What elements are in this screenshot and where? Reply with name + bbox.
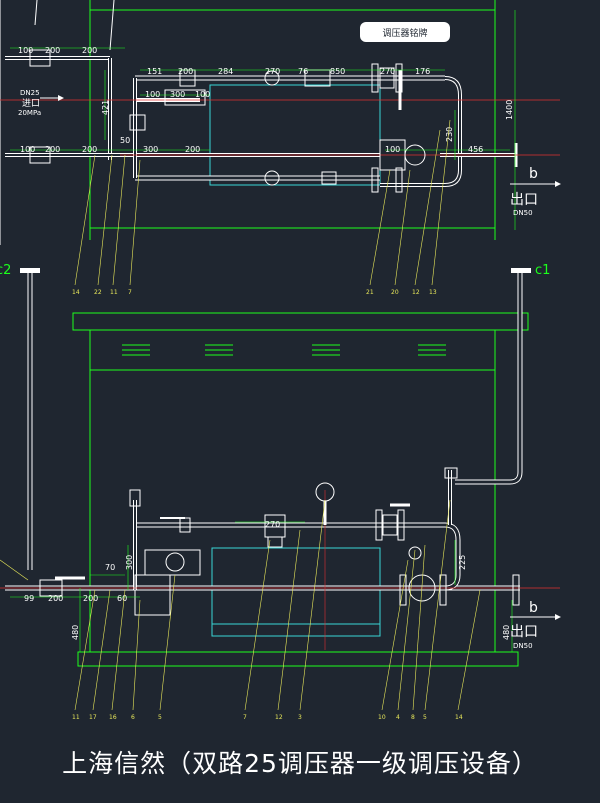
dim-99: 99 [24,594,34,603]
front-callout: 5 [158,714,162,721]
actuator [144,549,201,576]
top-callout: 11 [110,289,118,296]
dim-284: 284 [218,67,233,76]
front-callout: 11 [72,714,80,721]
dim-300: 300 [125,555,134,570]
nameplate [360,22,450,42]
top-outlet-label: 出口 [510,192,538,208]
dim-200e: 200 [82,145,97,154]
dim-200: 200 [48,594,63,603]
inlet-size: DN25 [20,89,40,97]
dim-456: 456 [468,145,483,154]
front-outlet-label: 出口 [510,624,538,640]
vents [122,344,446,356]
dim-270: 270 [265,67,280,76]
dim-270b: 270 [380,67,395,76]
top-callout: 22 [94,289,102,296]
front-callout: 3 [298,714,302,721]
dim-300b: 300 [143,145,158,154]
dim-100c: 100 [195,90,210,99]
inlet-pressure: 20MPa [18,109,41,117]
marker-c1: c1 [535,263,550,278]
front-callout: 10 [378,714,386,721]
dim-76: 76 [298,67,308,76]
dim-100d: 100 [20,145,35,154]
nameplate-text: 调压器铭牌 [382,27,427,39]
front-callout: 5 [423,714,427,721]
filter-body [134,574,171,616]
dim-151: 151 [147,67,162,76]
dim-850: 850 [330,67,345,76]
dim-480-left: 480 [71,625,80,640]
dim-200b: 200 [82,46,97,55]
top-callout: 12 [412,289,420,296]
dim-60: 60 [117,594,127,603]
front-outlet-letter: b [529,600,538,616]
cabinet-roof [72,312,529,331]
drawing-caption: 上海信然（双路25调压器一级调压设备） [62,749,538,778]
inlet-label: 进口 [22,98,40,109]
top-regulator-box [209,84,381,186]
dim-480-right: 480 [502,625,511,640]
top-callout: 14 [72,289,80,296]
dim-300: 300 [170,90,185,99]
dim-50: 50 [120,136,130,145]
dim-1400: 1400 [505,100,514,120]
top-outlet-size: DN50 [513,209,533,217]
dim-200: 200 [45,46,60,55]
front-callout: 17 [89,714,97,721]
front-callout: 14 [455,714,463,721]
top-view: 调压器铭牌 [0,0,561,296]
dim-200f: 200 [185,145,200,154]
marker-c2: c2 [0,263,11,278]
front-callout: 4 [396,714,400,721]
top-callout: 7 [128,289,132,296]
front-callout: 16 [109,714,117,721]
front-callout: 12 [275,714,283,721]
dim-100: 100 [18,46,33,55]
front-regulator-box [211,547,381,637]
top-callout: 13 [429,289,437,296]
cabinet-body [89,329,496,653]
dim-100b: 100 [145,90,160,99]
front-callout: 6 [131,714,135,721]
dim-421: 421 [101,100,110,115]
dim-200d: 200 [45,145,60,154]
top-callout: 21 [366,289,374,296]
front-callout: 8 [411,714,415,721]
top-frame-outer [89,9,496,229]
top-outlet-letter: b [529,166,538,182]
dim-176: 176 [415,67,430,76]
front-outlet-size: DN50 [513,642,533,650]
cabinet-base [77,651,519,667]
dim-70: 70 [105,563,115,572]
top-callout: 20 [391,289,399,296]
front-view: c2 c1 [0,263,561,721]
dim-230: 230 [445,127,454,142]
dim-200c: 200 [178,67,193,76]
dim-270: 270 [265,520,280,529]
dim-200b: 200 [83,594,98,603]
cad-drawing: 调压器铭牌 [0,0,561,721]
dim-100e: 100 [385,145,400,154]
front-callout: 7 [243,714,247,721]
dim-225: 225 [458,555,467,570]
